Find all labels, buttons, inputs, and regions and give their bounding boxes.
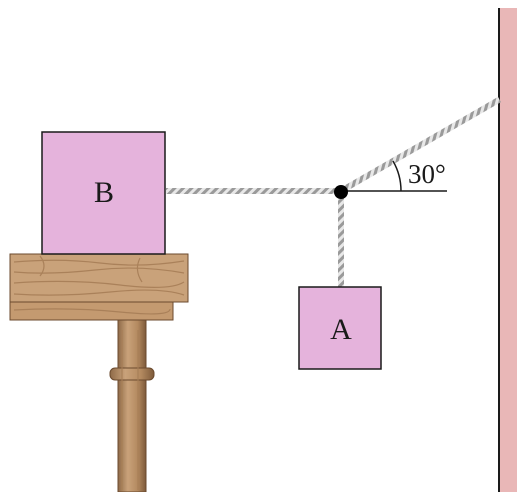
angle-label: 30° [408, 159, 446, 189]
block-b-label: B [94, 176, 114, 209]
ropes [166, 96, 501, 288]
table-lower-lip [9, 301, 174, 321]
rope-knot-to-wall [339, 96, 501, 194]
block-a: A [298, 286, 382, 370]
table-post-collar [109, 367, 155, 381]
wall [498, 8, 517, 492]
angle-arc [392, 160, 402, 192]
block-b: B [41, 131, 166, 255]
wooden-table [9, 253, 189, 492]
rope-knot-to-a [338, 193, 344, 288]
table-post [117, 319, 147, 492]
block-a-label: A [330, 313, 352, 346]
tabletop [9, 253, 189, 303]
knot-icon [334, 185, 348, 199]
rope-b-to-knot [166, 188, 342, 194]
